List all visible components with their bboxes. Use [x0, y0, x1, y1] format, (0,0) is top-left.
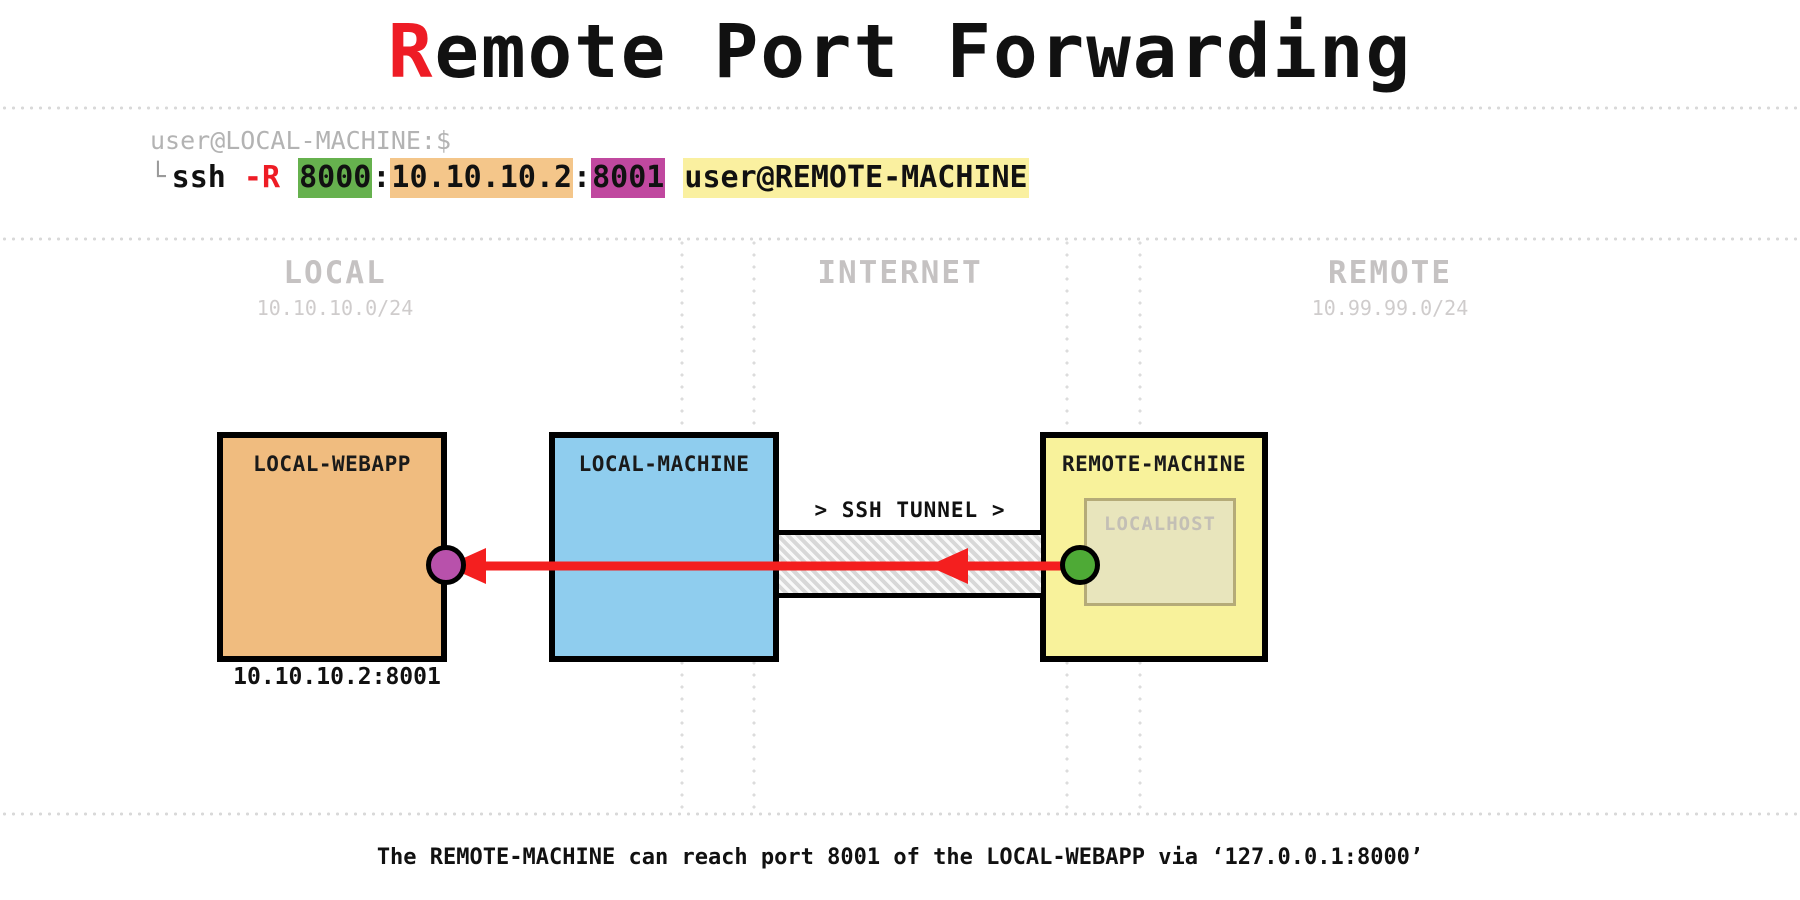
node-remote-machine[interactable]: REMOTE-MACHINE LOCALHOST: [1040, 432, 1268, 662]
zone-subnet-remote: 10.99.99.0/24: [1311, 295, 1469, 320]
command-block: user@LOCAL-MACHINE:$ └ssh -R 8000:10.10.…: [150, 126, 1550, 198]
node-local-webapp-address: 10.10.10.2:8001: [233, 664, 441, 690]
divider-top: [0, 106, 1800, 110]
zone-label-local: LOCAL: [283, 255, 387, 291]
zone-heading-local: LOCAL 10.10.10.0/24: [215, 255, 455, 320]
node-local-machine-label: LOCAL-MACHINE: [578, 452, 750, 476]
zone-subnet-local: 10.10.10.0/24: [256, 295, 414, 320]
title-bar: Remote Port Forwarding: [0, 0, 1800, 104]
page-title: Remote Port Forwarding: [388, 15, 1412, 89]
cmd-destination: user@REMOTE-MACHINE: [683, 158, 1029, 198]
node-local-machine[interactable]: LOCAL-MACHINE: [549, 432, 779, 662]
cmd-colon-1: :: [372, 160, 391, 195]
node-local-webapp-label: LOCAL-WEBAPP: [253, 452, 411, 476]
ssh-command-line[interactable]: └ssh -R 8000:10.10.10.2:8001 user@REMOTE…: [150, 158, 1550, 198]
title-accent-letter: R: [387, 9, 435, 95]
node-local-webapp[interactable]: LOCAL-WEBAPP: [217, 432, 447, 662]
title-rest: emote Port Forwarding: [434, 9, 1413, 95]
zone-heading-remote: REMOTE 10.99.99.0/24: [1265, 255, 1515, 320]
cmd-flag-R: -R: [243, 160, 281, 195]
cmd-program: ssh: [171, 160, 244, 195]
zone-label-remote: REMOTE: [1328, 255, 1452, 291]
cmd-target-port: 8001: [591, 158, 666, 198]
traffic-flow-arrow: [446, 548, 1080, 584]
cmd-target-host: 10.10.10.2: [390, 158, 574, 198]
shell-prompt: user@LOCAL-MACHINE:$: [150, 126, 452, 155]
node-localhost-label: LOCALHOST: [1104, 513, 1216, 535]
divider-middle: [0, 237, 1800, 241]
cmd-space-2: [665, 160, 683, 196]
node-localhost: LOCALHOST: [1084, 498, 1236, 606]
cmd-space-1: [280, 160, 298, 196]
prompt-corner-icon: └: [150, 162, 166, 192]
endpoint-dot-webapp: [426, 545, 466, 585]
cmd-bind-port: 8000: [298, 158, 373, 198]
endpoint-dot-remote-listener: [1060, 545, 1100, 585]
zone-heading-internet: INTERNET: [790, 255, 1010, 296]
divider-bottom: [0, 812, 1800, 816]
cmd-colon-2: :: [573, 160, 592, 195]
ssh-tunnel-label: > SSH TUNNEL >: [814, 498, 1006, 522]
zone-label-internet: INTERNET: [817, 255, 983, 291]
node-remote-machine-label: REMOTE-MACHINE: [1061, 452, 1246, 476]
caption-text: The REMOTE-MACHINE can reach port 8001 o…: [376, 845, 1424, 870]
